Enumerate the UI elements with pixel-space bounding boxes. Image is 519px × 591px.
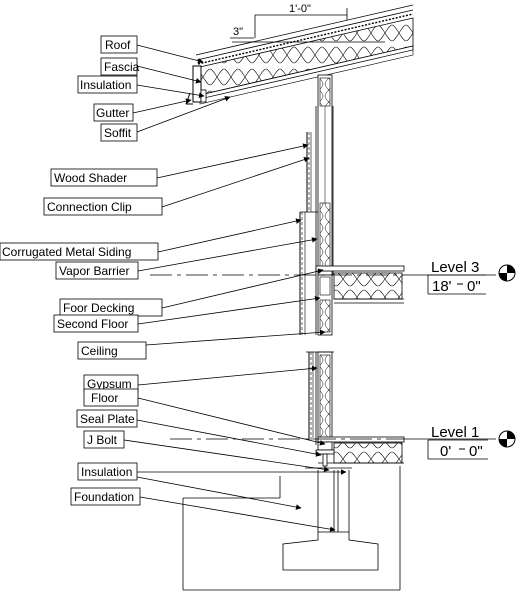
level-3-elevation-in: 0" [467, 278, 481, 295]
label-vapor-barrier: Vapor Barrier [59, 264, 129, 278]
label-second-floor: Second Floor [57, 317, 128, 331]
label-insulation-top: Insulation [80, 78, 131, 92]
label-connection-clip: Connection Clip [47, 200, 132, 214]
roof-assembly [185, 4, 414, 105]
label-floor-decking: Foor Decking [63, 301, 134, 315]
callout-labels: Roof Fascia Insulation Gutter Soffit Woo… [0, 35, 163, 506]
level-3-name: Level 3 [431, 259, 479, 276]
label-floor: Floor [91, 391, 118, 405]
label-soffit: Soffit [104, 126, 132, 140]
level-1-name: Level 1 [431, 424, 479, 441]
label-fascia: Fascia [104, 60, 140, 74]
label-wood-shader: Wood Shader [54, 171, 127, 185]
leader-lines [123, 44, 347, 532]
level-1-marker: Level 1 0' 0" [170, 424, 516, 460]
dimension-label-3in: 3" [233, 26, 243, 38]
label-insulation-bottom: Insulation [81, 465, 132, 479]
upper-wall [299, 74, 334, 335]
label-corrugated-siding: Corrugated Metal Siding [2, 245, 131, 259]
label-seal-plate: Seal Plate [80, 412, 135, 426]
level-1-elevation-in: 0" [469, 443, 483, 460]
dimension-label-1ft: 1'-0" [289, 3, 311, 15]
label-j-bolt: J Bolt [87, 433, 118, 447]
foundation-assembly [182, 466, 401, 591]
lower-wall [306, 351, 334, 445]
label-roof: Roof [105, 38, 131, 52]
level-1-elevation-ft: 0' [440, 443, 451, 460]
level-3-marker: Level 3 18' 0" [150, 259, 516, 295]
ground-floor-assembly [315, 436, 405, 470]
level-1-target-symbol [498, 430, 516, 448]
label-foundation: Foundation [74, 490, 134, 504]
label-ceiling: Ceiling [81, 344, 118, 358]
label-gypsum: Gypsum [87, 377, 132, 391]
label-gutter: Gutter [96, 106, 129, 120]
second-floor-assembly [315, 265, 405, 336]
level-3-elevation-ft: 18' [432, 278, 452, 295]
level-3-target-symbol [498, 264, 516, 282]
